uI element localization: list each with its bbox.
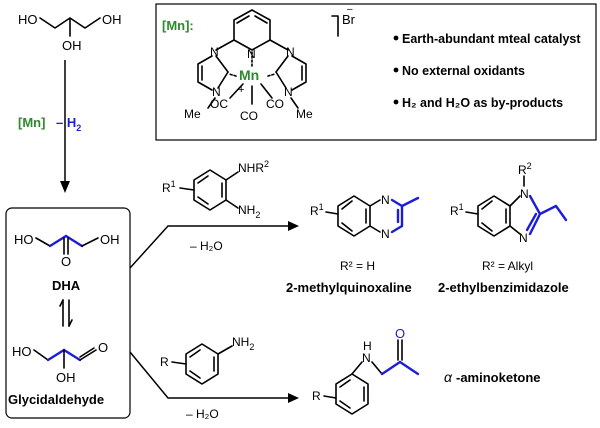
feature-bullet-1: [393, 35, 399, 41]
aniline-r: R: [160, 355, 169, 369]
aminoketone-structure: N H O R α -aminoketone: [312, 326, 541, 415]
catalyst-label: [Mn]:: [162, 18, 194, 33]
complex-bracket: [331, 15, 339, 37]
co-bottom: CO: [240, 109, 258, 123]
quinoxaline-structure: N N R1 R² = H 2-methylquinoxaline: [286, 193, 420, 295]
intermediates-box: [5, 207, 131, 419]
glycerol-structure: HO OH OH: [18, 12, 122, 53]
right-n-top: N: [286, 45, 295, 59]
dha-o: O: [61, 254, 71, 269]
glyc-o: O: [98, 340, 108, 355]
aminoketone-alpha: α: [444, 369, 453, 385]
bottom-reaction-arrowhead: [288, 393, 299, 403]
bottom-reaction-arrow: [129, 351, 292, 399]
quinox-r1: R1: [310, 202, 324, 218]
feature-bullet-2: [393, 67, 399, 73]
counterion: Br: [342, 12, 356, 27]
diamine-nh2: NH2: [238, 203, 260, 220]
benzim-n-top: N: [520, 187, 529, 201]
benzimidazole-structure: N N R2 R1 R² = Alkyl 2-ethylbenzimidazol…: [438, 161, 569, 295]
benzim-r2: R2: [518, 161, 532, 177]
catalyst-box: [155, 3, 597, 141]
glycerol-oh-mid: OH: [62, 38, 82, 53]
mn-charge: +: [238, 84, 244, 96]
benzim-condition: R² = Alkyl: [482, 259, 533, 273]
quinox-condition: R² = H: [340, 259, 375, 273]
top-byproduct: – H₂O: [190, 239, 223, 253]
left-n-top: N: [210, 45, 219, 59]
mn-center: Mn: [239, 67, 259, 83]
left-methyl: Me: [184, 107, 201, 121]
catalyst-structure: N N N Me N N Me Mn + OC CO CO: [184, 9, 313, 123]
benzim-r1: R1: [450, 202, 464, 218]
glycerol-oh-right: OH: [102, 12, 122, 27]
aminoketone-o: O: [395, 326, 405, 341]
step1-arrowhead: [60, 181, 70, 193]
glycerol-oh-left: HO: [18, 12, 38, 27]
dha-label: DHA: [52, 278, 81, 293]
diamine-structure: R1 NHR2 NH2: [162, 159, 269, 220]
right-n-bottom: N: [284, 85, 293, 99]
left-n-bottom: N: [212, 85, 221, 99]
benzim-n-bottom: N: [519, 231, 528, 245]
step1-byproduct: – H2: [56, 115, 81, 133]
dha-oh: OH: [100, 232, 120, 247]
counterion-charge: –: [347, 4, 353, 15]
equilibrium-arrows: [59, 299, 73, 327]
glycidaldehyde-structure: HO O OH Glycidaldehyde: [8, 340, 108, 407]
glyc-label: Glycidaldehyde: [8, 392, 104, 407]
glyc-ho: HO: [12, 344, 32, 359]
aminoketone-n: N: [362, 351, 371, 365]
diamine-nhr2: NHR2: [238, 159, 269, 175]
co-left: OC: [210, 97, 228, 111]
aniline-nh2: NH2: [232, 335, 254, 352]
feature-item-1: Earth-abundant mteal catalyst: [402, 32, 581, 46]
benzim-name: 2-ethylbenzimidazole: [438, 280, 569, 295]
bottom-byproduct: – H₂O: [186, 407, 219, 421]
step1-catalyst: [Mn]: [18, 115, 45, 130]
feature-item-2: No external oxidants: [402, 64, 525, 78]
co-right: CO: [266, 97, 284, 111]
feature-item-3: H₂ and H₂O as by-products: [402, 96, 563, 110]
aniline-structure: R NH2: [160, 335, 254, 385]
quinox-n-bottom: N: [381, 227, 390, 241]
quinox-name: 2-methylquinoxaline: [286, 280, 412, 295]
top-reaction-arrowhead: [288, 221, 299, 231]
aminoketone-name: -aminoketone: [456, 370, 541, 385]
dha-ho: HO: [14, 232, 34, 247]
glyc-oh: OH: [56, 370, 76, 385]
top-reaction-arrow: [129, 225, 292, 269]
aminoketone-r: R: [312, 389, 321, 403]
right-methyl: Me: [296, 107, 313, 121]
aminoketone-nh: H: [363, 339, 372, 353]
feature-list: Earth-abundant mteal catalyst No externa…: [393, 32, 581, 110]
diamine-r1: R1: [162, 179, 176, 195]
feature-bullet-3: [393, 99, 399, 105]
quinox-n-top: N: [381, 193, 390, 207]
dha-structure: HO OH O DHA: [14, 232, 120, 293]
